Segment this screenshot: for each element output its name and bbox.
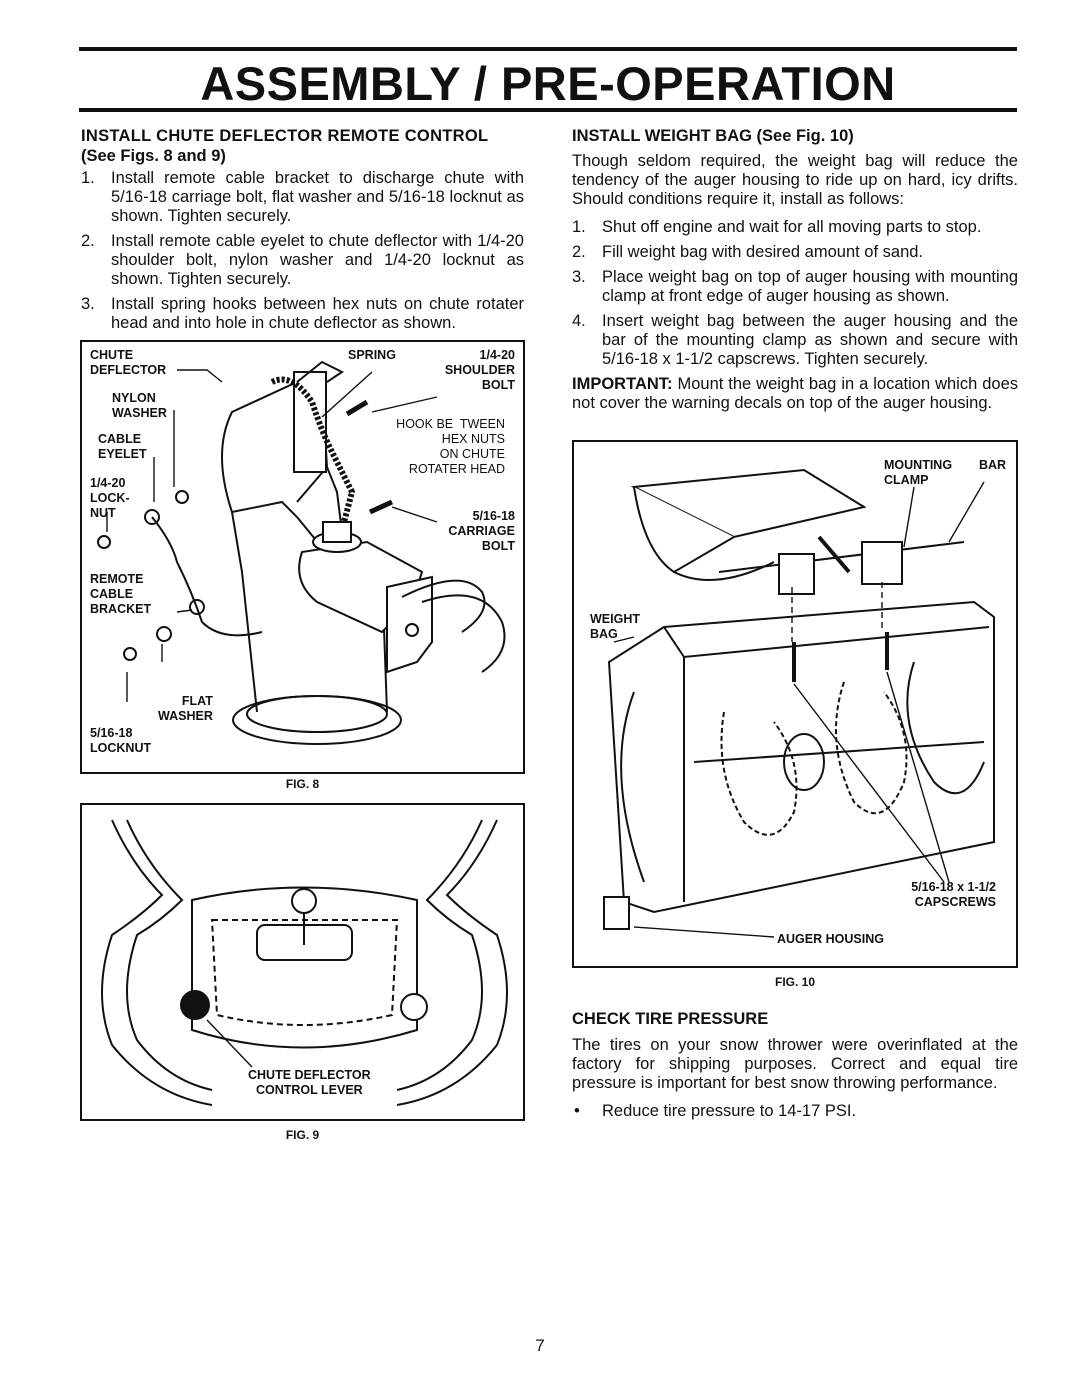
chute-deflector-section: INSTALL CHUTE DEFLECTOR REMOTE CONTROL (… bbox=[81, 126, 524, 339]
chute-assembly-drawing bbox=[97, 360, 506, 745]
label-auger-housing: AUGER HOUSING bbox=[777, 932, 884, 946]
list-item: 1.Shut off engine and wait for all movin… bbox=[572, 218, 982, 236]
label-capscrews: 5/16-18 x 1-1/2 CAPSCREWS bbox=[911, 880, 996, 909]
label-mounting-clamp: MOUNTING CLAMP bbox=[884, 458, 953, 487]
label-chute-deflector: CHUTE DEFLECTOR bbox=[90, 348, 167, 377]
list-item: 2.Install remote cable eyelet to chute d… bbox=[81, 232, 524, 288]
important-note: IMPORTANT: Mount the weight bag in a loc… bbox=[572, 375, 1018, 412]
chute-section-heading: INSTALL CHUTE DEFLECTOR REMOTE CONTROL bbox=[81, 127, 489, 145]
label-weight-bag: WEIGHT BAG bbox=[590, 612, 640, 641]
tire-section-heading: CHECK TIRE PRESSURE bbox=[572, 1010, 769, 1028]
fig8-illustration: CHUTE DEFLECTOR NYLON WASHER CABLE EYELE… bbox=[80, 340, 525, 774]
tire-pressure-section: CHECK TIRE PRESSURE The tires on your sn… bbox=[572, 1009, 1018, 1121]
weight-bag-section: INSTALL WEIGHT BAG (See Fig. 10) Though … bbox=[572, 126, 1018, 422]
list-item: 4.Insert weight bag between the auger ho… bbox=[572, 312, 1018, 368]
label-nylon-washer: NYLON WASHER bbox=[112, 391, 167, 420]
label-lock-nut: 1/4-20 LOCK- NUT bbox=[90, 476, 130, 520]
fig9-caption: FIG. 9 bbox=[285, 1128, 320, 1142]
auger-housing-drawing bbox=[603, 468, 995, 938]
page-number: 7 bbox=[535, 1336, 545, 1355]
label-control-lever: CHUTE DEFLECTOR CONTROL LEVER bbox=[248, 1068, 371, 1097]
title-underline bbox=[79, 108, 1017, 112]
chute-steps: 1.Install remote cable bracket to discha… bbox=[81, 169, 524, 333]
top-rule bbox=[79, 47, 1017, 51]
label-flat-washer: FLAT WASHER bbox=[158, 694, 213, 723]
weight-steps: 1.Shut off engine and wait for all movin… bbox=[572, 218, 1018, 369]
list-item: 3.Place weight bag on top of auger housi… bbox=[572, 268, 1018, 305]
label-shoulder-bolt: 1/4-20 SHOULDER BOLT bbox=[444, 348, 515, 392]
fig8-caption: FIG. 8 bbox=[285, 777, 320, 791]
list-item: 2.Fill weight bag with desired amount of… bbox=[572, 243, 924, 261]
weight-intro: Though seldom required, the weight bag w… bbox=[572, 152, 1018, 208]
list-item: 1.Install remote cable bracket to discha… bbox=[81, 169, 524, 225]
weight-section-heading: INSTALL WEIGHT BAG (See Fig. 10) bbox=[572, 127, 854, 145]
label-carriage-bolt: 5/16-18 CARRIAGE BOLT bbox=[448, 509, 515, 553]
fig10-caption: FIG. 10 bbox=[774, 975, 815, 989]
fig10-illustration: MOUNTING CLAMP BAR WEIGHT BAG 5/16-18 x … bbox=[572, 440, 1018, 968]
label-hook-between: HOOK BE TWEEN HEX NUTS ON CHUTE ROTATER … bbox=[396, 417, 505, 476]
label-cable-eyelet: CABLE EYELET bbox=[98, 432, 147, 461]
fig9-illustration: CHUTE DEFLECTOR CONTROL LEVER bbox=[80, 803, 525, 1121]
handle-panel-drawing bbox=[101, 819, 508, 1106]
label-spring: SPRING bbox=[348, 348, 396, 362]
label-locknut: 5/16-18 LOCKNUT bbox=[90, 726, 152, 755]
page-title: ASSEMBLY / PRE-OPERATION bbox=[200, 57, 896, 110]
chute-section-subheading: (See Figs. 8 and 9) bbox=[81, 147, 226, 165]
label-remote-cable-bracket: REMOTE CABLE BRACKET bbox=[90, 572, 152, 616]
tire-text: The tires on your snow thrower were over… bbox=[572, 1036, 1018, 1092]
tire-bullet: • Reduce tire pressure to 14-17 PSI. bbox=[574, 1102, 857, 1120]
label-bar: BAR bbox=[979, 458, 1007, 472]
list-item: 3.Install spring hooks between hex nuts … bbox=[81, 295, 524, 332]
